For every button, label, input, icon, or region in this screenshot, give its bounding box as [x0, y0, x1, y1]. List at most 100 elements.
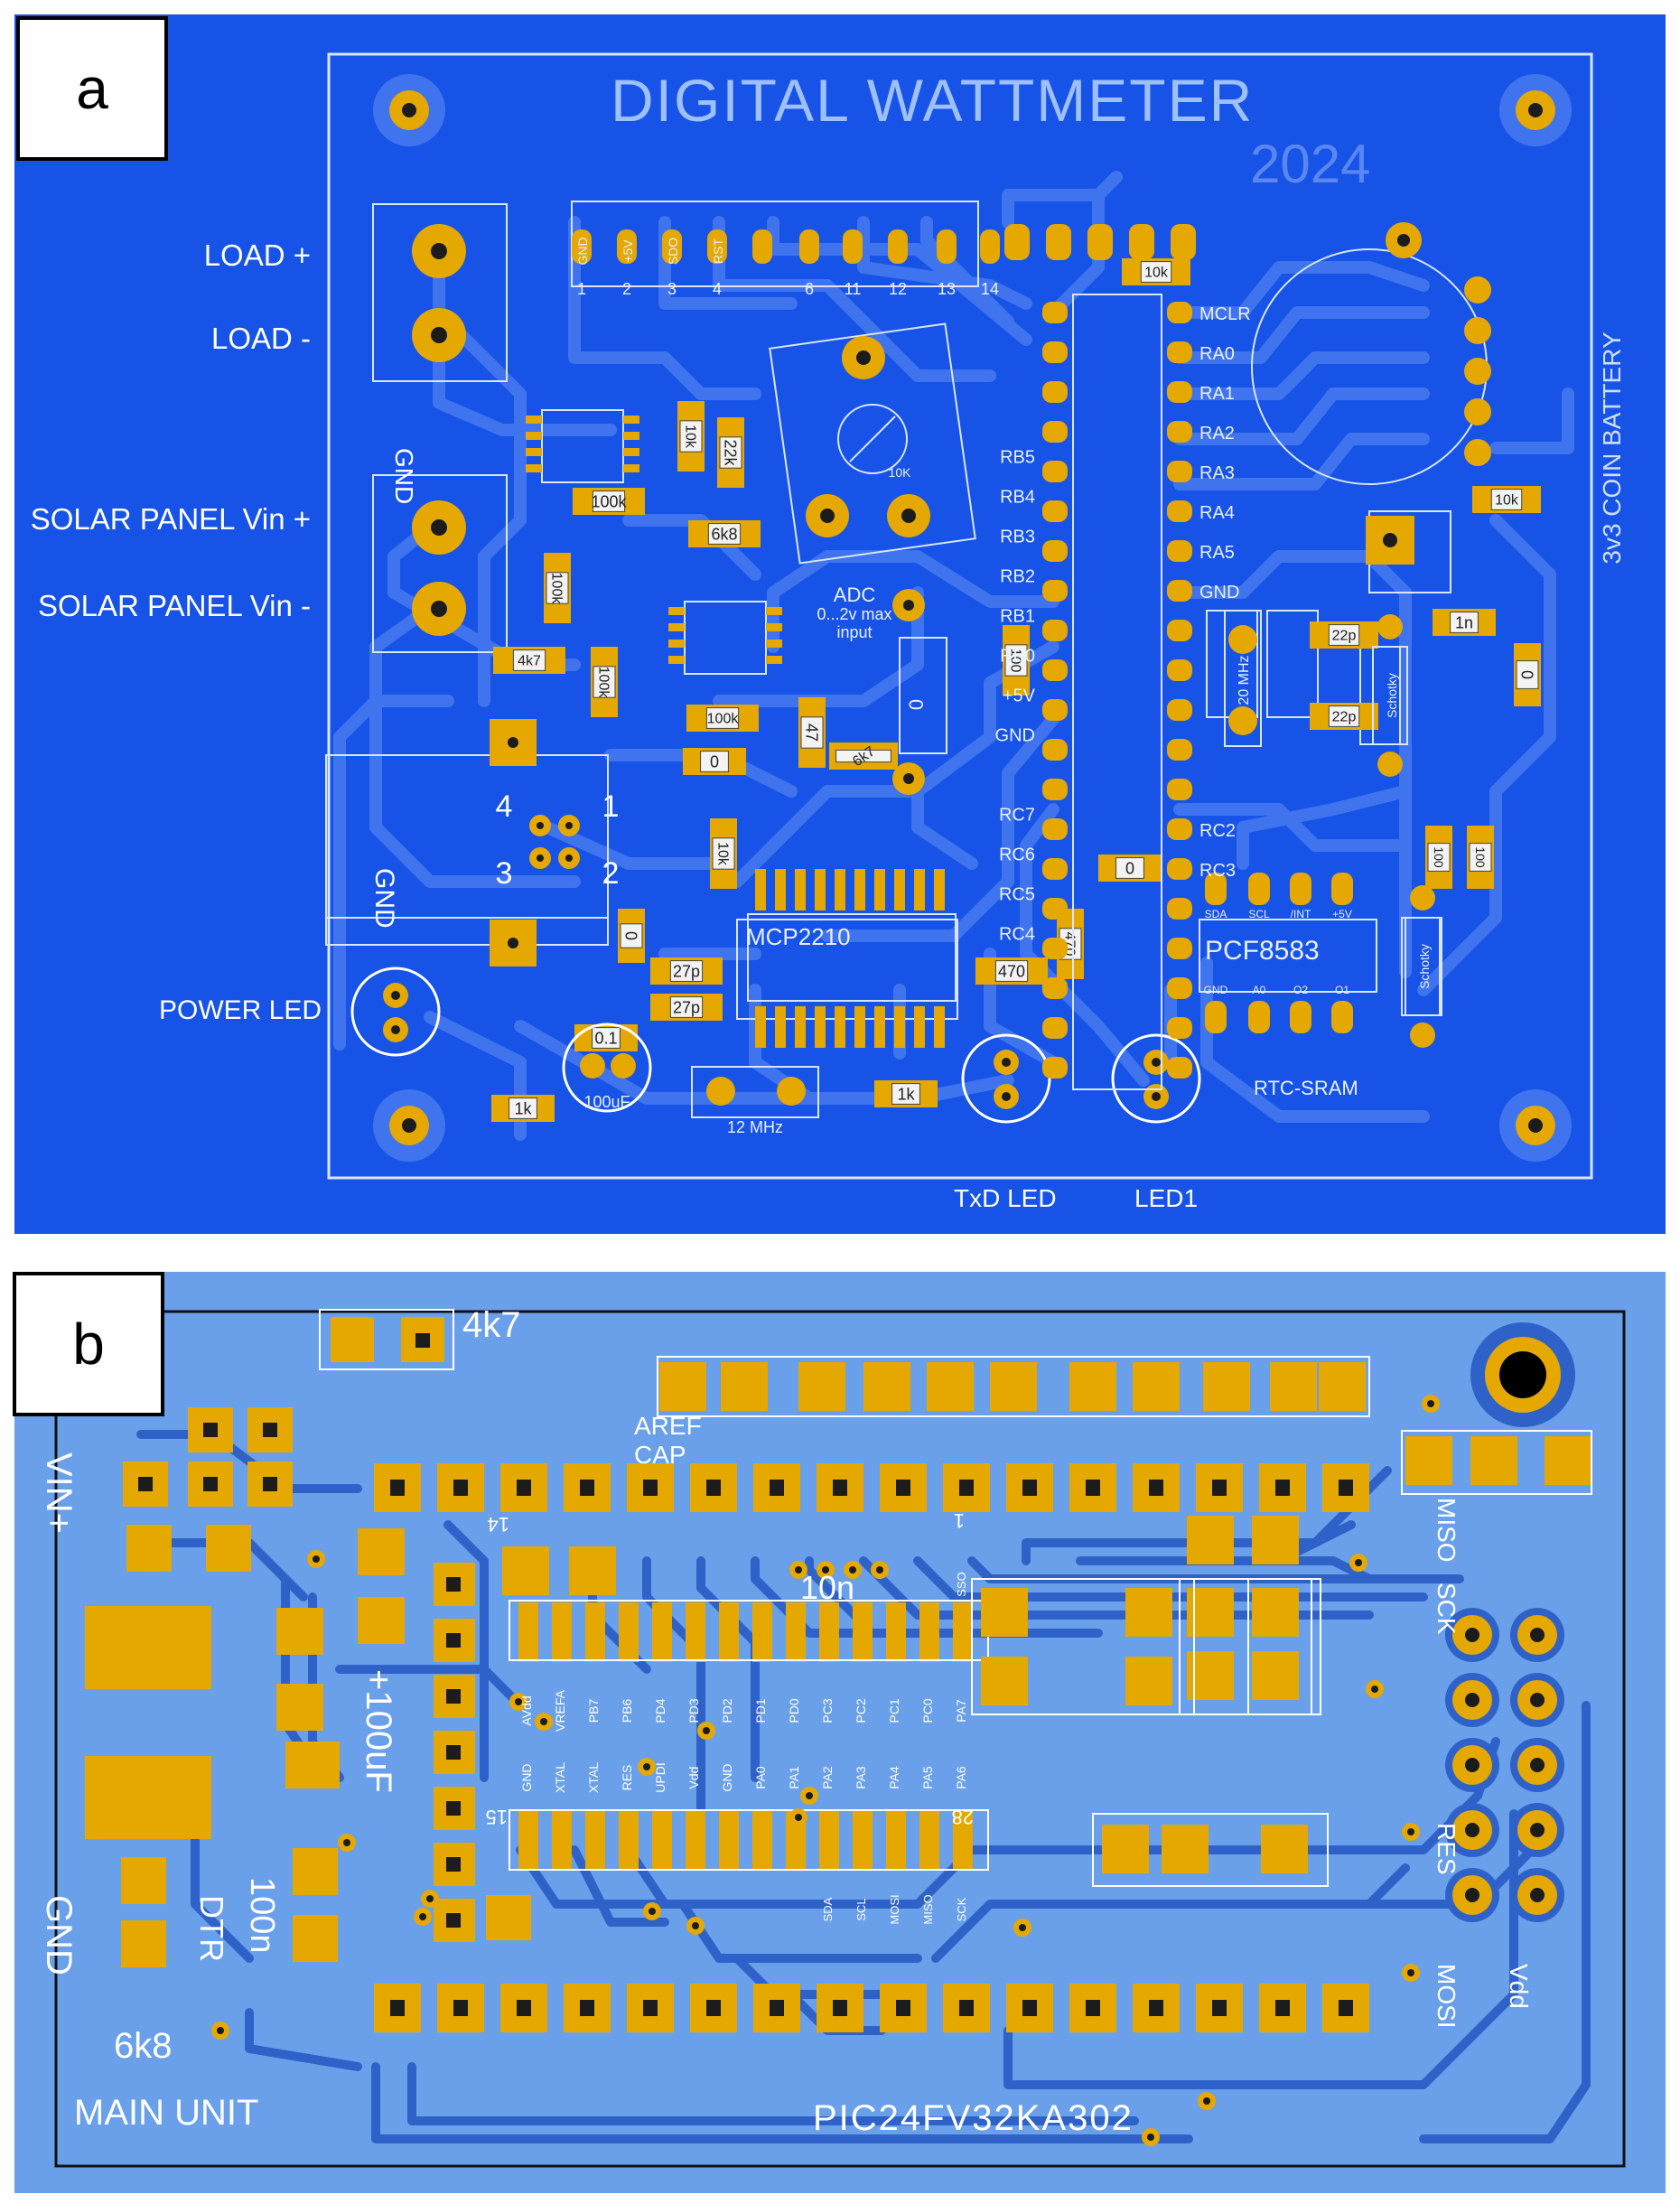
capacitor-27p-a: 27p [650, 957, 723, 985]
isp-header-b [1445, 1608, 1564, 1922]
resistor-22k: 22k [717, 417, 744, 488]
txd-led [961, 1033, 1051, 1124]
resistor-100k-a: 100k [573, 488, 645, 515]
resistor-4k7: 4k7 [493, 647, 565, 674]
resistor-10k-left-label: 10k [682, 425, 697, 449]
capacitor-27p-b-label: 27p [673, 998, 700, 1016]
schottky-diode-a-label: Schotky [1385, 673, 1399, 718]
resistor-100-b: 100 [1425, 826, 1452, 889]
power-led [350, 967, 441, 1057]
resistor-470-a: 470 [975, 957, 1048, 985]
board-outline-a [327, 52, 1593, 1180]
resistor-10k-right: 10k [1472, 486, 1541, 513]
resistor-1k-b-label: 1k [514, 1099, 532, 1117]
capacitor-0-b: 0 [618, 909, 645, 963]
capacitor-27p-a-label: 27p [673, 962, 700, 980]
capacitor-0-c: 0 [1098, 855, 1162, 882]
capacitor-1n-label: 1n [1455, 613, 1473, 631]
capacitor-100uf [562, 1023, 652, 1113]
mcu-dip-a [1042, 294, 1192, 1090]
panel-tag-b: b [13, 1272, 164, 1416]
mount-hole-bl [373, 1089, 445, 1162]
potentiometer [769, 322, 976, 565]
capacitor-0-d-label: 0 [1518, 670, 1536, 679]
resistor-47-label: 47 [803, 724, 821, 742]
pcb-layout-b [14, 1272, 1666, 2193]
mount-hole-br [1499, 1089, 1572, 1162]
right-smd-parts [971, 1430, 1592, 1887]
smd-row-top-b [657, 1356, 1370, 1417]
left-smd-parts [85, 1525, 531, 1967]
resistor-100-c-label: 100 [1473, 846, 1488, 868]
resistor-1k-a-label: 1k [897, 1085, 915, 1103]
panel-tag-a: a [16, 16, 168, 161]
capacitor-0-d: 0 [1514, 643, 1541, 706]
resistor-1k-b: 1k [491, 1095, 555, 1122]
resistor-4k7-label: 4k7 [518, 654, 541, 669]
resistor-22k-label: 22k [722, 439, 740, 466]
resistor-100k-c-label: 100k [595, 667, 611, 699]
vertical-header-b [434, 1563, 475, 1942]
gnd-box-pad [490, 920, 537, 967]
terminal-solar [412, 500, 466, 636]
chip-mcp2210 [747, 869, 957, 1048]
resistor-6k7: 6k7 [829, 742, 898, 770]
resistor-100-a-label: 100 [1007, 649, 1022, 673]
panel-b: b 4k7 VIN+ GND +100uF 100n DTR 6k8 MAIN … [13, 1272, 1666, 2193]
resistor-47: 47 [798, 697, 826, 768]
resistor-100k-d: 100k [686, 705, 759, 732]
schottky-diode-b-label: Schotky [1417, 944, 1432, 989]
crystal-20mhz [1224, 610, 1262, 747]
pcb-layout-a: 100k 10k 22k 6k8 100k 4k7 100k 100k 47 6k7 0 100 10k… [14, 14, 1666, 1234]
resistor-10k-mid-label: 10k [714, 842, 730, 866]
resistor-4k7-b [319, 1309, 454, 1370]
capacitor-0-c-label: 0 [1125, 859, 1134, 877]
panel-a: 100k 10k 22k 6k8 100k 4k7 100k 100k 47 6k7 0 100 10k… [14, 14, 1666, 1234]
mount-hole-b [1470, 1322, 1575, 1427]
resistor-100-a: 100 [1003, 625, 1030, 696]
capacitor-0-1-label: 0.1 [594, 1029, 617, 1047]
header-connector [572, 229, 1000, 264]
mount-hole-tr [1499, 74, 1572, 146]
resistor-10k-top: 10k [1122, 258, 1190, 285]
board-outline-b [54, 1310, 1626, 2168]
resistor-6k8-label: 6k8 [711, 525, 737, 543]
capacitor-1n: 1n [1433, 609, 1496, 636]
resistor-6k8: 6k8 [688, 520, 761, 547]
resistor-100-b-label: 100 [1432, 846, 1446, 868]
resistor-10k-right-label: 10k [1495, 493, 1519, 509]
opamp-ic-2 [668, 601, 782, 675]
capacitor-0-a-label: 0 [710, 752, 719, 770]
mounting-holes-a [373, 74, 1572, 1162]
pads-a: 100k 10k 22k 6k8 100k 4k7 100k 100k 47 6k7 0 100 10k… [350, 224, 1541, 1124]
mount-hole-tl [373, 74, 445, 146]
gnd-box-pad [490, 719, 537, 766]
coin-battery-pads [1366, 222, 1491, 565]
resistor-100k-a-label: 100k [591, 492, 627, 510]
crystal-12mhz [706, 1077, 806, 1106]
capacitor-22p-a-label: 22p [1332, 629, 1357, 644]
opamp-ic-1 [526, 409, 639, 483]
capacitor-0-b-label: 0 [622, 931, 640, 940]
board-background-a [14, 14, 1666, 1234]
chip-pcf8583 [1205, 873, 1353, 1033]
resistor-100-c: 100 [1467, 826, 1494, 889]
capacitor-22p-b-label: 22p [1332, 710, 1357, 725]
resistor-100k-d-label: 100k [707, 712, 740, 727]
schottky-diode-a: Schotky [1372, 614, 1408, 777]
resistor-100k-b: 100k [544, 553, 571, 623]
resistor-470-a-label: 470 [998, 962, 1025, 980]
capacitor-22p-a: 22p [1310, 621, 1378, 649]
terminal-load [412, 224, 466, 362]
resistor-100k-c: 100k [591, 647, 618, 717]
pads-b [85, 1309, 1592, 2146]
resistor-1k-a: 1k [874, 1080, 938, 1107]
resistor-10k-mid: 10k [710, 818, 737, 889]
resistor-10k-left: 10k [677, 401, 705, 472]
capacitor-22p-b: 22p [1310, 703, 1378, 730]
resistor-10k-top-label: 10k [1144, 266, 1169, 281]
power-jumper-pads [123, 1407, 293, 1507]
icsp-pads [1004, 224, 1196, 260]
header-row-top-b [374, 1463, 1369, 1512]
resistor-100k-b-label: 100k [548, 573, 564, 605]
